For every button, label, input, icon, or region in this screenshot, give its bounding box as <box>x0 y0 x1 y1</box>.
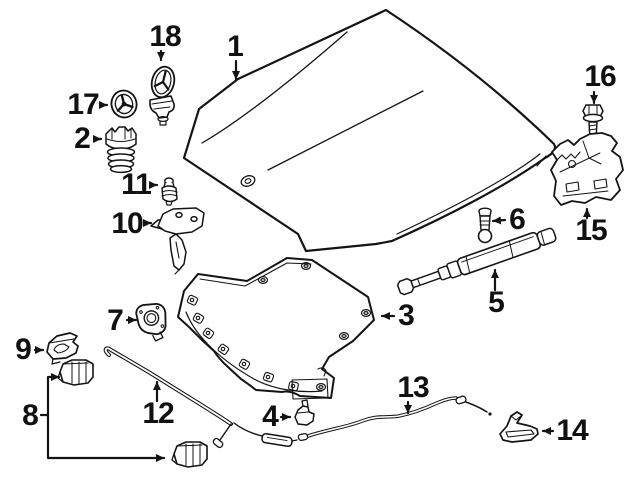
pad-holes <box>257 262 372 392</box>
insulation-pad <box>177 257 375 400</box>
stud-11 <box>161 177 178 206</box>
release-handle-14 <box>499 411 539 443</box>
buffer-stop-2 <box>105 126 137 174</box>
bolt-16 <box>582 104 604 141</box>
hood-grommet-hole <box>240 175 256 187</box>
release-cable-13 <box>291 395 492 442</box>
cable-clip-8b <box>171 441 208 468</box>
ball-stud-6 <box>477 207 493 244</box>
callout-10: 10 <box>111 207 143 240</box>
callout-1: 1 <box>227 30 244 63</box>
pad-edge-tabs <box>186 294 299 392</box>
callout-13: 13 <box>397 371 429 404</box>
callout-4: 4 <box>262 400 279 433</box>
callout-12: 12 <box>142 397 174 430</box>
callout-8: 8 <box>22 399 39 432</box>
callout-17: 17 <box>67 88 99 121</box>
callout-14: 14 <box>556 414 588 447</box>
retainer-clip-9 <box>46 332 79 365</box>
gas-strut-5 <box>396 227 557 296</box>
release-cable-12 <box>103 346 293 449</box>
callout-18: 18 <box>149 20 181 53</box>
callout-6: 6 <box>509 203 526 236</box>
callout-15: 15 <box>575 214 607 247</box>
callout-11: 11 <box>121 168 152 201</box>
callout-3: 3 <box>398 299 415 332</box>
emblem-badge-18 <box>149 65 176 126</box>
cable-clip-8a <box>57 359 94 386</box>
callout-9: 9 <box>15 333 32 366</box>
callout-2: 2 <box>74 122 91 155</box>
hood-hinge-right <box>550 132 624 206</box>
star-emblem-17 <box>110 89 138 119</box>
striker-plate-7 <box>135 303 167 342</box>
hood-hinge-left <box>150 207 205 275</box>
callout-7: 7 <box>107 304 124 337</box>
callout-16: 16 <box>584 60 616 93</box>
cable-clip-4 <box>294 399 315 426</box>
callout-arrows <box>33 49 598 462</box>
callout-5: 5 <box>488 286 505 319</box>
